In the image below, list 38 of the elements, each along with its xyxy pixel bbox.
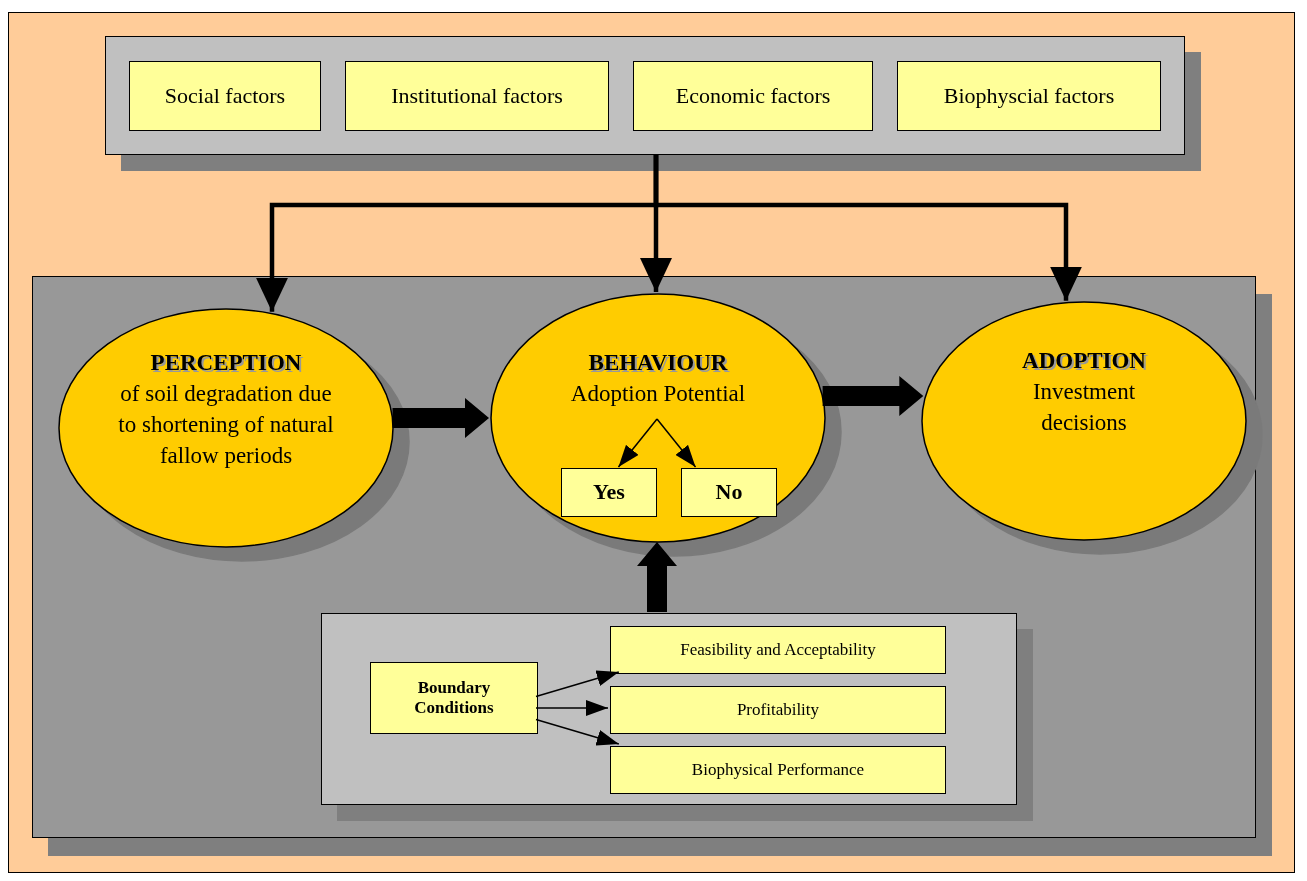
box-label: Economic factors xyxy=(675,82,831,110)
text-box xyxy=(561,468,657,517)
text-box xyxy=(610,686,946,734)
block-arrow xyxy=(822,376,924,416)
box-label: Profitability xyxy=(736,699,820,721)
ellipse-heading: ADOPTION xyxy=(1021,347,1147,375)
text-box xyxy=(610,746,946,794)
text-box xyxy=(633,61,873,131)
text-box xyxy=(610,626,946,674)
box-label: Biophyscial factors xyxy=(943,82,1115,110)
ellipse-text: of soil degradation due to shortening of natural fallow periods xyxy=(117,379,335,470)
arrow xyxy=(535,670,620,698)
text-box xyxy=(129,61,321,131)
box-label: No xyxy=(715,479,743,506)
arrow xyxy=(617,418,658,468)
behaviour-ellipse xyxy=(490,293,826,543)
arrow xyxy=(535,718,620,746)
block-arrow xyxy=(392,398,489,438)
text-box xyxy=(897,61,1161,131)
box-label: Institutional factors xyxy=(391,82,563,110)
adoption-ellipse xyxy=(921,301,1247,541)
ellipse-heading: PERCEPTION xyxy=(149,349,303,377)
text-box xyxy=(345,61,609,131)
text-box xyxy=(370,662,538,734)
perception-ellipse xyxy=(58,308,394,548)
text-box xyxy=(681,468,777,517)
box-label: Feasibility and Acceptability xyxy=(680,639,876,661)
box-label: Yes xyxy=(593,479,625,506)
box-label: Boundary Conditions xyxy=(413,677,495,719)
arrow xyxy=(535,700,609,716)
ellipse-text: Investment decisions xyxy=(1031,377,1137,437)
arrow xyxy=(656,418,697,468)
box-label: Social factors xyxy=(164,82,286,110)
arrow xyxy=(653,155,1082,301)
ellipse-text: Adoption Potential xyxy=(569,379,747,408)
block-arrow xyxy=(637,542,677,612)
ellipse-heading: BEHAVIOUR xyxy=(587,349,729,377)
box-label: Biophysical Performance xyxy=(691,759,865,781)
